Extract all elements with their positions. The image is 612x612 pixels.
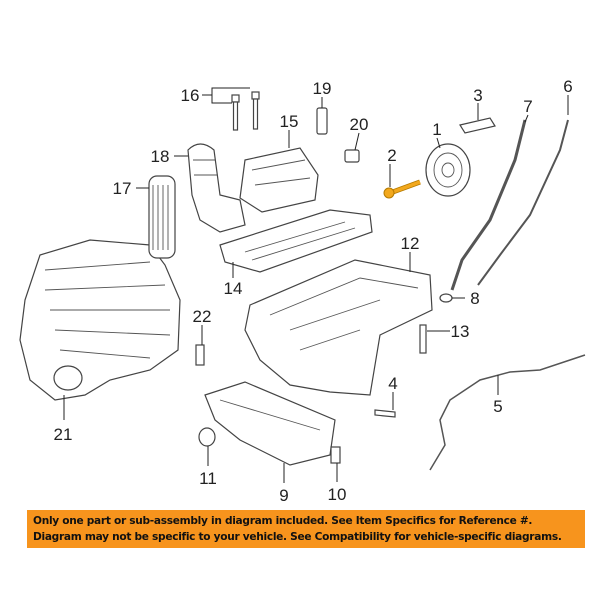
lower-oil-pan	[204, 381, 336, 466]
callout-3: 3	[473, 86, 482, 105]
bolt-4	[374, 409, 396, 418]
dipstick	[477, 119, 569, 286]
bolt-22	[195, 344, 205, 366]
intake-manifold	[19, 239, 181, 401]
callout-20: 20	[350, 115, 369, 134]
callout-12: 12	[401, 234, 420, 253]
callout-1: 1	[432, 120, 441, 139]
disclaimer-banner: Only one part or sub-assembly in diagram…	[27, 510, 585, 548]
callout-15: 15	[280, 112, 299, 131]
callout-14: 14	[224, 279, 243, 298]
bolt-13	[419, 324, 427, 354]
callout-9: 9	[279, 486, 288, 505]
callout-11: 11	[199, 469, 217, 488]
upper-oil-pan	[244, 259, 433, 396]
sensors	[316, 107, 360, 163]
seal-3	[459, 117, 496, 134]
callout-16: 16	[181, 86, 200, 105]
callout-19: 19	[313, 79, 332, 98]
crank-pulley	[425, 143, 471, 197]
leader-lines	[63, 87, 569, 483]
dipstick-tube	[450, 119, 527, 291]
oil-cooler-adapter	[239, 147, 319, 213]
bolts-16	[231, 91, 260, 131]
callout-labels: 1 2 3 4 5 6 7 8 9 10 11 12 13 14 15 16 1…	[54, 77, 573, 505]
o-ring-8	[439, 293, 453, 303]
callout-13: 13	[451, 322, 470, 341]
callout-22: 22	[193, 307, 212, 326]
highlighted-bolt-2	[383, 179, 421, 199]
callout-8: 8	[470, 289, 479, 308]
filter-housing	[187, 143, 246, 233]
disclaimer-line-2: Diagram may not be specific to your vehi…	[33, 531, 562, 543]
oil-filter	[148, 175, 176, 259]
plug-11	[198, 427, 216, 447]
callout-2: 2	[387, 146, 396, 165]
callout-17: 17	[113, 179, 132, 198]
disclaimer-line-1: Only one part or sub-assembly in diagram…	[33, 515, 533, 527]
callout-18: 18	[151, 147, 170, 166]
callout-10: 10	[328, 485, 347, 504]
callout-5: 5	[493, 397, 502, 416]
callout-7: 7	[523, 97, 532, 116]
callout-4: 4	[388, 374, 397, 393]
drain-plug	[330, 446, 341, 464]
callout-6: 6	[563, 77, 572, 96]
callout-21: 21	[54, 425, 73, 444]
sensor-harness-5	[429, 354, 586, 471]
windage-tray	[219, 209, 373, 273]
